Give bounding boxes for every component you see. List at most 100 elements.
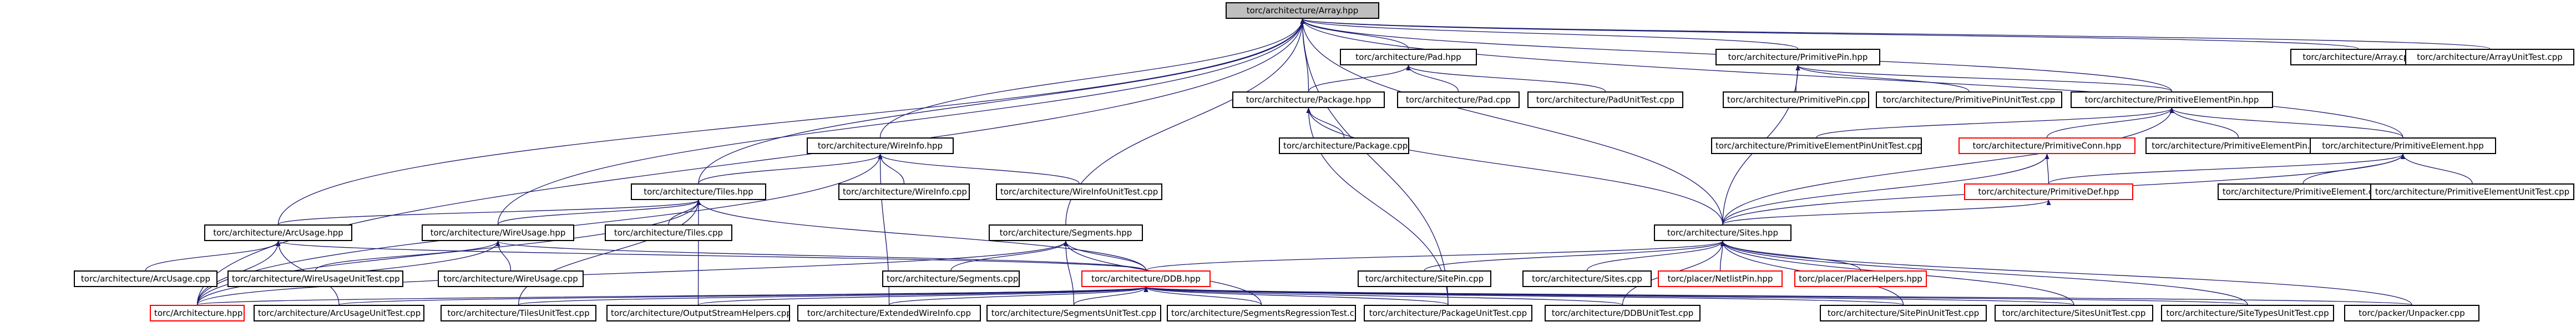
edge-sites-hpp-to-primitiveconn-hpp: [1722, 154, 2049, 225]
node-sitepinunittest-cpp[interactable]: torc/architecture/SitePinUnitTest.cpp: [1820, 305, 1987, 321]
node-placerhelpers-hpp[interactable]: torc/placer/PlacerHelpers.hpp: [1794, 270, 1927, 287]
edge-pad-hpp-to-array-hpp: [1300, 18, 1409, 49]
edge-padunittest-cpp-to-pad-hpp: [1406, 65, 1606, 92]
node-package-hpp[interactable]: torc/architecture/Package.hpp: [1232, 91, 1385, 108]
node-arcusage-hpp[interactable]: torc/architecture/ArcUsage.hpp: [204, 224, 352, 241]
node-sites-cpp[interactable]: torc/architecture/Sites.cpp: [1522, 270, 1652, 287]
node-netlistpin-hpp[interactable]: torc/placer/NetlistPin.hpp: [1658, 270, 1783, 287]
node-packageunittest-cpp[interactable]: torc/architecture/PackageUnitTest.cpp: [1364, 305, 1532, 321]
edge-primitivepinunittest-cpp-to-primitivepin-hpp: [1795, 65, 1970, 92]
edge-ddb-hpp-to-segments-hpp: [1064, 241, 1147, 271]
node-primitiveelementpinunittest-cpp[interactable]: torc/architecture/PrimitiveElementPinUni…: [1711, 137, 1922, 154]
node-primitivedef-hpp[interactable]: torc/architecture/PrimitiveDef.hpp: [1964, 183, 2133, 200]
edge-sitepinunittest-cpp-to-ddb-hpp: [1144, 287, 1904, 305]
node-primitiveelement-cpp[interactable]: torc/architecture/PrimitiveElement.cpp: [2218, 183, 2388, 200]
node-tiles-cpp[interactable]: torc/architecture/Tiles.cpp: [605, 224, 732, 241]
edge-primitivedef-hpp-to-primitiveelement-hpp: [2048, 154, 2405, 184]
edge-wireinfounittest-cpp-to-wireinfo-hpp: [878, 154, 1080, 184]
edge-primitiveelementpin-hpp-to-primitivepin-hpp: [1795, 65, 2173, 92]
edge-outputstreamhelpers-cpp-to-ddb-hpp: [697, 287, 1148, 305]
edge-architecture-hpp-to-array-hpp: [196, 18, 1305, 305]
node-segments-hpp[interactable]: torc/architecture/Segments.hpp: [989, 224, 1143, 241]
edge-tiles-hpp-to-array-hpp: [698, 18, 1305, 184]
node-ddb-hpp[interactable]: torc/architecture/DDB.hpp: [1081, 270, 1211, 287]
node-primitivepin-hpp[interactable]: torc/architecture/PrimitivePin.hpp: [1715, 49, 1880, 65]
edge-package-hpp-to-array-hpp: [1300, 18, 1309, 92]
edge-sitetypesunittest-cpp-to-ddb-hpp: [1144, 287, 2248, 305]
edge-primitiveelementpin-cpp-to-primitiveelementpin-hpp: [2169, 108, 2239, 138]
node-extendedwireinfo-cpp[interactable]: torc/architecture/ExtendedWireInfo.cpp: [797, 305, 981, 321]
node-tilesunittest-cpp[interactable]: torc/architecture/TilesUnitTest.cpp: [441, 305, 596, 321]
edge-segmentsunittest-cpp-to-ddb-hpp: [1073, 287, 1148, 305]
node-primitivepin-cpp[interactable]: torc/architecture/PrimitivePin.cpp: [1723, 91, 1869, 108]
edge-segments-cpp-to-segments-hpp: [950, 241, 1068, 271]
node-sites-hpp[interactable]: torc/architecture/Sites.hpp: [1654, 224, 1791, 241]
edge-architecture-hpp-to-segments-hpp: [196, 241, 1068, 305]
node-segmentsunittest-cpp[interactable]: torc/architecture/SegmentsUnitTest.cpp: [986, 305, 1161, 321]
node-primitiveconn-hpp[interactable]: torc/architecture/PrimitiveConn.hpp: [1958, 137, 2135, 154]
edge-ddb-hpp-to-arcusage-hpp: [276, 241, 1147, 271]
node-tiles-hpp[interactable]: torc/architecture/Tiles.hpp: [631, 183, 766, 200]
edge-primitivepin-hpp-to-array-hpp: [1300, 18, 1799, 49]
edge-unpacker-cpp-to-sites-hpp: [1720, 241, 2412, 305]
edge-arrayunittest-cpp-to-array-hpp: [1300, 18, 2491, 49]
node-segments-cpp[interactable]: torc/architecture/Segments.cpp: [882, 270, 1020, 287]
edge-segmentsregressiontest-cpp-to-ddb-hpp: [1143, 287, 1262, 305]
edge-ddb-hpp-to-sites-hpp: [1145, 241, 1725, 271]
node-ddbunittest-cpp[interactable]: torc/architecture/DDBUnitTest.cpp: [1545, 305, 1701, 321]
edge-segmentsunittest-cpp-to-segments-hpp: [1064, 241, 1075, 305]
node-primitiveelementpin-hpp[interactable]: torc/architecture/PrimitiveElementPin.hp…: [2071, 91, 2273, 108]
node-padunittest-cpp[interactable]: torc/architecture/PadUnitTest.cpp: [1527, 91, 1683, 108]
node-wireinfo-hpp[interactable]: torc/architecture/WireInfo.hpp: [807, 137, 954, 154]
node-wireusage-hpp[interactable]: torc/architecture/WireUsage.hpp: [422, 224, 574, 241]
node-pad-cpp[interactable]: torc/architecture/Pad.cpp: [1397, 91, 1520, 108]
node-wireusageunittest-cpp[interactable]: torc/architecture/WireUsageUnitTest.cpp: [227, 270, 403, 287]
node-wireinfounittest-cpp[interactable]: torc/architecture/WireInfoUnitTest.cpp: [996, 183, 1162, 200]
node-wireusage-cpp[interactable]: torc/architecture/WireUsage.cpp: [438, 270, 584, 287]
edge-sites-hpp-to-primitivedef-hpp: [1722, 200, 2051, 225]
edge-sites-hpp-to-package-hpp: [1306, 108, 1723, 225]
node-wireinfo-cpp[interactable]: torc/architecture/WireInfo.cpp: [838, 183, 970, 200]
node-primitiveelement-hpp[interactable]: torc/architecture/PrimitiveElement.hpp: [2310, 137, 2496, 154]
edge-packageunittest-cpp-to-array-hpp: [1300, 18, 1449, 305]
node-unpacker-cpp[interactable]: torc/packer/Unpacker.cpp: [2344, 305, 2479, 321]
node-package-cpp[interactable]: torc/architecture/Package.cpp: [1279, 137, 1409, 154]
node-architecture-hpp[interactable]: torc/Architecture.hpp: [150, 305, 245, 321]
edge-arcusage-hpp-to-array-hpp: [277, 18, 1305, 225]
edge-placerhelpers-hpp-to-sites-hpp: [1720, 241, 1861, 271]
edge-primitivedef-hpp-to-primitiveconn-hpp: [2044, 154, 2049, 184]
edge-primitiveelement-hpp-to-array-hpp: [1300, 18, 2403, 138]
edge-primitiveelementpinunittest-cpp-to-primitiveelementpin-hpp: [1816, 108, 2174, 138]
edge-primitiveelementunittest-cpp-to-primitiveelement-hpp: [2401, 154, 2473, 184]
node-outputstreamhelpers-cpp[interactable]: torc/architecture/OutputStreamHelpers.cp…: [606, 305, 790, 321]
node-segmentsregressiontest-cpp[interactable]: torc/architecture/SegmentsRegressionTest…: [1167, 305, 1356, 321]
edge-ddbunittest-cpp-to-ddb-hpp: [1143, 287, 1623, 305]
edge-wireusage-hpp-to-tiles-hpp: [497, 200, 701, 225]
node-primitiveelementpin-cpp[interactable]: torc/architecture/PrimitiveElementPin.cp…: [2145, 137, 2331, 154]
edge-primitiveconn-hpp-to-primitiveelementpin-hpp: [2046, 108, 2174, 138]
node-arcusage-cpp[interactable]: torc/architecture/ArcUsage.cpp: [74, 270, 217, 287]
node-primitivepinunittest-cpp[interactable]: torc/architecture/PrimitivePinUnitTest.c…: [1876, 91, 2062, 108]
edge-package-hpp-to-pad-hpp: [1308, 65, 1411, 92]
edge-sites-cpp-to-sites-hpp: [1586, 241, 1725, 271]
edge-sitepin-cpp-to-sites-hpp: [1424, 241, 1725, 271]
node-sitepin-cpp[interactable]: torc/architecture/SitePin.cpp: [1358, 270, 1491, 287]
node-sitesunittest-cpp[interactable]: torc/architecture/SitesUnitTest.cpp: [1995, 305, 2153, 321]
edge-primitiveelement-hpp-to-primitiveelementpin-hpp: [2169, 108, 2403, 138]
edge-architecture-hpp-to-ddb-hpp: [196, 287, 1148, 305]
edge-tiles-hpp-to-wireinfo-hpp: [698, 154, 883, 184]
node-pad-hpp[interactable]: torc/architecture/Pad.hpp: [1340, 49, 1477, 65]
node-arrayunittest-cpp[interactable]: torc/architecture/ArrayUnitTest.cpp: [2405, 49, 2574, 65]
edge-unpacker-cpp-to-ddb-hpp: [1144, 287, 2412, 305]
edge-arcusage-cpp-to-arcusage-hpp: [145, 241, 281, 271]
edge-array-cpp-to-array-hpp: [1300, 18, 2359, 49]
node-sitetypesunittest-cpp[interactable]: torc/architecture/SiteTypesUnitTest.cpp: [2161, 305, 2334, 321]
edge-extendedwireinfo-cpp-to-ddb-hpp: [888, 287, 1148, 305]
node-array-cpp[interactable]: torc/architecture/Array.cpp: [2290, 49, 2426, 65]
node-primitiveelementunittest-cpp[interactable]: torc/architecture/PrimitiveElementUnitTe…: [2370, 183, 2574, 200]
edge-wireusageunittest-cpp-to-wireusage-hpp: [315, 241, 500, 271]
edge-wireinfo-hpp-to-array-hpp: [879, 18, 1305, 138]
node-arcusageunittest-cpp[interactable]: torc/architecture/ArcUsageUnitTest.cpp: [254, 305, 424, 321]
edge-arcusageunittest-cpp-to-ddb-hpp: [338, 287, 1148, 305]
node-array-hpp: torc/architecture/Array.hpp: [1226, 2, 1379, 19]
